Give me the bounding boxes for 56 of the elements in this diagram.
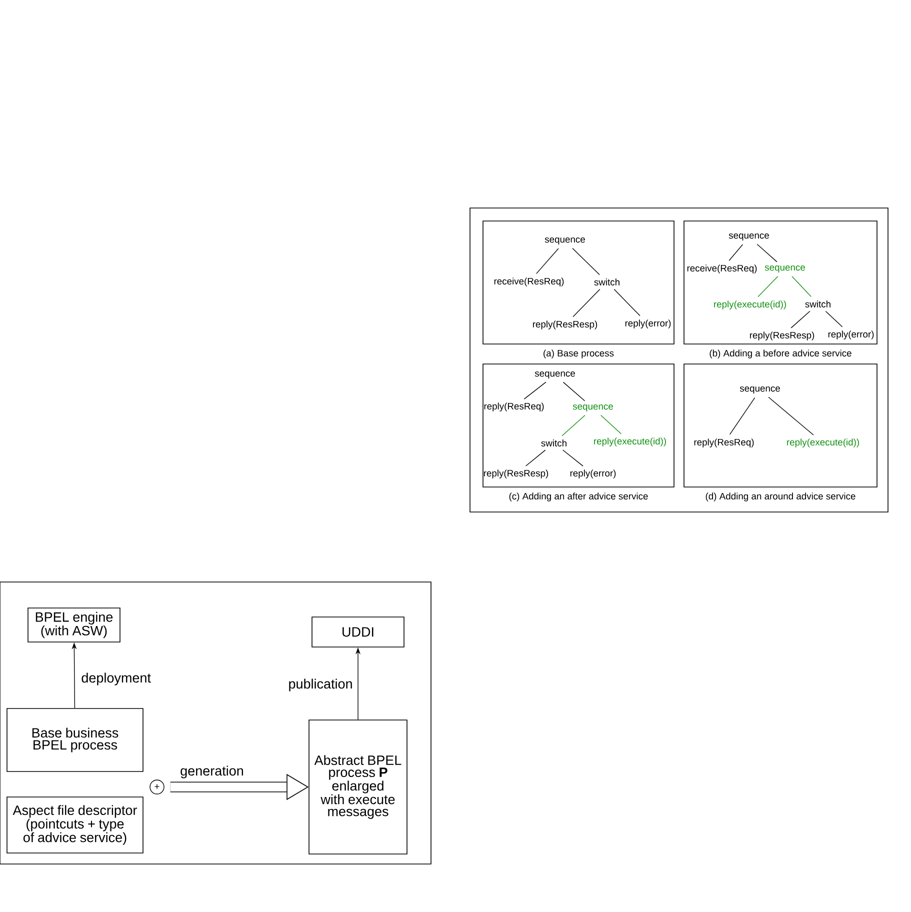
tree-panel [482,220,674,344]
tree-node-label: sequence [572,404,613,412]
edge-label: deployment [82,672,151,686]
tree-node-label: reply(ResReq) [694,438,754,448]
tree-line [525,450,546,466]
tree-node-label: reply(execute(id)) [594,438,666,446]
tree-panel [482,364,674,488]
tree-line [572,288,600,318]
tree-node-label: reply(error) [828,330,874,340]
panel-caption: (b) Adding a before advice service [710,350,852,358]
tree-line [790,310,810,328]
tree-line [825,310,843,328]
tree-node-label: sequence [740,386,780,394]
tree-node-label: receive(ResReq) [687,264,757,274]
process-box: BPEL engine (with ASW) [28,608,120,642]
tree-line [600,414,622,434]
tree-node-label: reply(error) [625,320,671,328]
tree-line [562,450,584,466]
process-box: Abstract BPEL process P enlarged with execute messages [308,720,408,854]
process-box: Base business BPEL process [6,708,144,772]
tree-line [536,248,559,274]
tree-line [729,397,756,435]
tree-node-label: receive(ResReq) [494,278,564,286]
panel-caption: (c) Adding an after advice service [509,492,648,502]
tree-panel [684,220,878,344]
tree-line [562,414,586,436]
tree-node-label: sequence [544,238,585,244]
tree-node-label: reply(execute(id)) [787,438,859,448]
edge-label: generation [180,766,244,778]
panel-caption: (a) Base process [544,350,614,358]
tree-node-label: reply(execute(id)) [714,300,786,310]
tree-panel [684,364,878,488]
tree-line [614,288,640,316]
tree-node-label: sequence [534,372,575,378]
tree-node-label: reply(ResReq) [484,402,544,412]
tree-line [562,382,586,402]
tree-node-label: switch [594,278,620,286]
panel-caption: (d) Adding an around advice service [706,492,856,502]
tree-line [524,382,546,400]
tree-node-label: reply(error) [570,470,616,478]
tree-node-label: sequence [764,266,805,272]
process-box: Aspect file descriptor (pointcuts + type of advice service) [6,796,144,854]
tree-line [756,244,778,262]
edge-label: publication [289,678,352,692]
tree-node-label: switch [541,440,566,446]
process-box: UDDI [312,616,404,648]
tree-node-label: reply(ResResp) [750,332,814,340]
tree-node-label: reply(ResResp) [532,320,598,330]
tree-line [728,244,744,261]
tree-line [758,276,778,298]
tree-node-label: switch [805,300,830,308]
tree-node-label: reply(ResResp) [484,470,548,478]
tree-line [792,276,812,298]
tree-line [572,248,600,276]
tree-node-label: sequence [728,234,769,240]
tree-line [768,396,814,436]
